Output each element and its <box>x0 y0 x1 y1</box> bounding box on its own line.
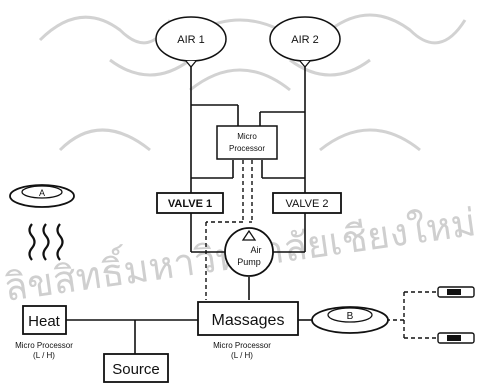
air1-label: AIR 1 <box>177 34 205 46</box>
air-pump-line1: Air <box>251 245 262 255</box>
valve2-box: VALVE 2 <box>272 192 342 214</box>
valve2-label: VALVE 2 <box>285 198 328 210</box>
button-a-label: A <box>39 188 45 198</box>
micro-processor-top: Micro Processor <box>216 125 278 160</box>
button-b: B <box>311 306 389 334</box>
air2-balloon: AIR 2 <box>269 16 341 69</box>
heat-label: Heat <box>28 313 61 330</box>
massages-box: Massages <box>197 301 299 336</box>
heat-caption-line2: (L / H) <box>33 351 55 360</box>
button-a: A <box>9 184 75 208</box>
massages-label: Massages <box>212 312 285 329</box>
massage-caption-line1: Micro Processor <box>213 341 271 350</box>
air-pump-line2: Pump <box>237 257 261 267</box>
connector-b1 <box>437 286 475 298</box>
dashed-control-lines <box>205 160 438 339</box>
micro-processor-top-line1: Micro <box>237 132 257 141</box>
valve1-label: VALVE 1 <box>168 198 212 210</box>
massage-caption-line2: (L / H) <box>231 351 253 360</box>
heat-symbol <box>28 223 64 261</box>
connector-b2 <box>437 332 475 344</box>
connector-lines <box>65 67 312 354</box>
heat-caption-line1: Micro Processor <box>15 341 73 350</box>
source-box: Source <box>103 353 169 383</box>
air-pump: Air Pump <box>224 227 274 277</box>
micro-processor-top-line2: Processor <box>229 144 265 153</box>
valve1-box: VALVE 1 <box>156 192 224 214</box>
air1-balloon: AIR 1 <box>155 16 227 69</box>
button-b-label: B <box>347 311 354 322</box>
heat-box: Heat <box>22 305 67 335</box>
source-label: Source <box>112 361 160 378</box>
air2-label: AIR 2 <box>291 34 319 46</box>
